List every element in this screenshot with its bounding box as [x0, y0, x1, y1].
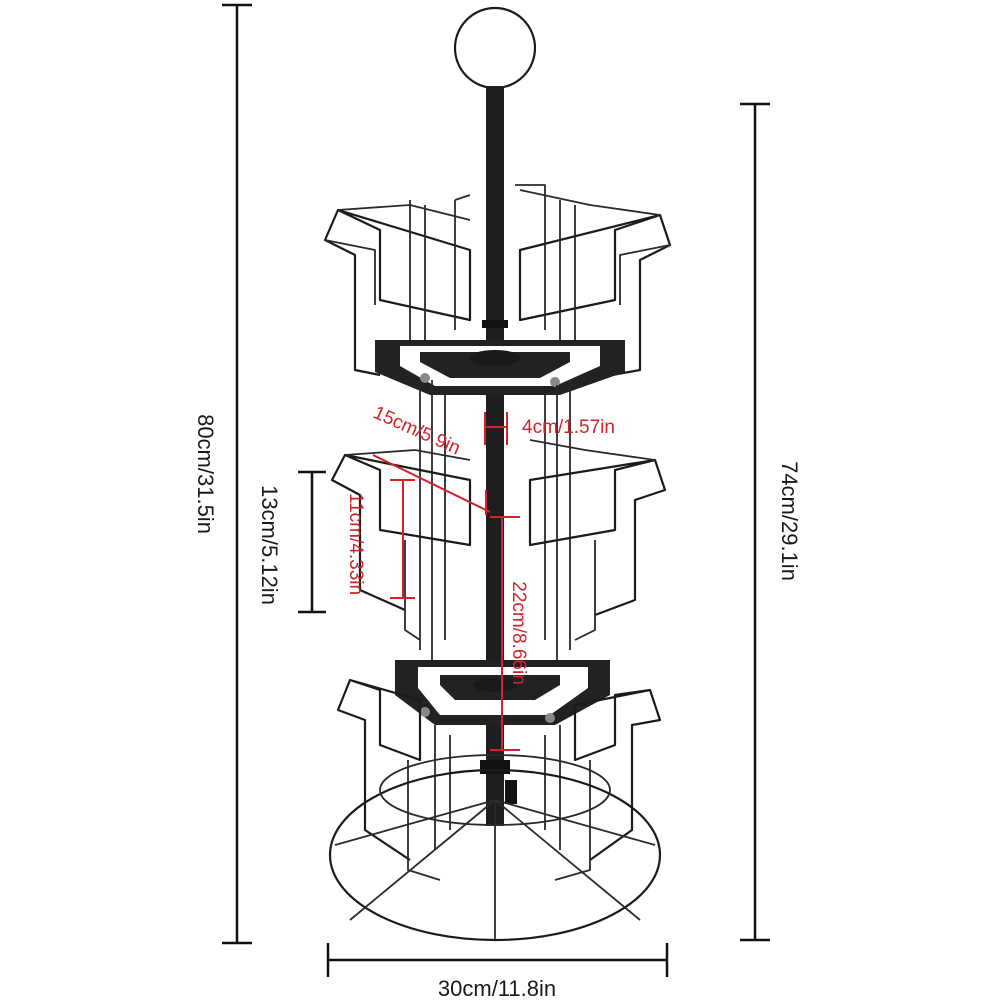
pocket-depth-label: 11cm/4.33in [345, 493, 366, 595]
middle-tier [330, 439, 667, 850]
tier-spacing-label: 22cm/8.66in [508, 581, 529, 685]
pocket-width-line [372, 454, 491, 513]
pocket-height-label: 13cm/5.12in [257, 485, 282, 605]
handle-ring [453, 6, 537, 90]
dimension-lines [222, 3, 770, 977]
body-height-label: 74cm/29.1in [777, 461, 802, 581]
total-height-label: 80cm/31.5in [193, 414, 218, 534]
rack-frame [323, 6, 672, 942]
red-annotations [372, 412, 520, 751]
center-pole [486, 86, 504, 826]
base-width-label: 30cm/11.8in [438, 976, 556, 1000]
top-tier [323, 184, 672, 660]
pole-diameter-label: 4cm/1.57in [522, 417, 615, 438]
base-ring [328, 754, 662, 942]
bottom-tier [336, 678, 662, 881]
